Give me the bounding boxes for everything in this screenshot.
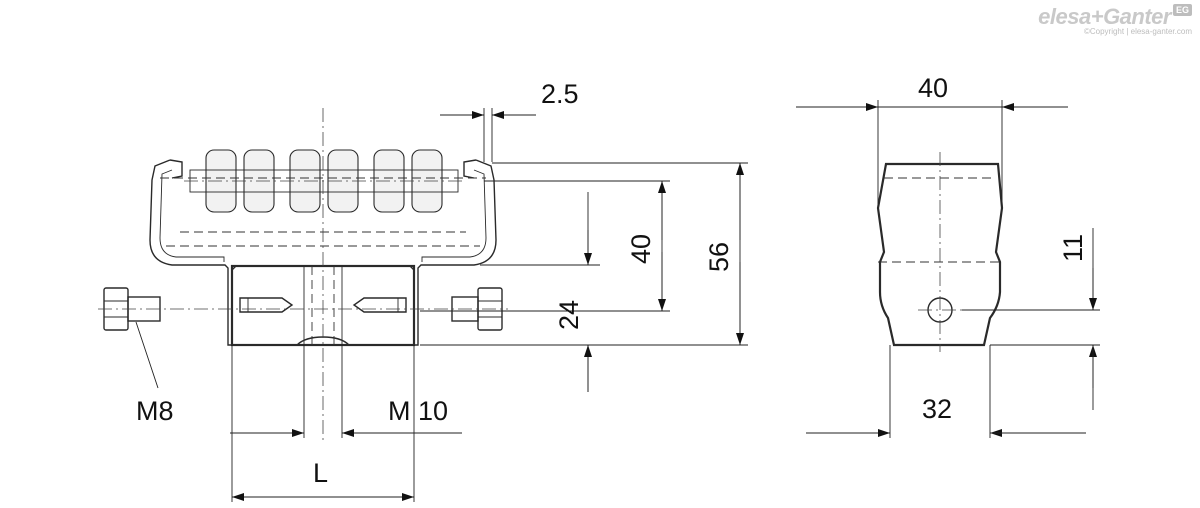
front-dimensions: 2.5 24 40 56 M8 M 10 xyxy=(135,79,748,502)
bracket-inner xyxy=(159,169,487,262)
dim-l-label: L xyxy=(313,458,328,488)
dim-32-value: 32 xyxy=(922,394,952,424)
dim-40-value: 40 xyxy=(626,234,656,264)
copyright-text: ©Copyright | elesa-ganter.com xyxy=(1083,27,1192,36)
dim-11-value: 11 xyxy=(1058,234,1088,262)
side-dimensions: 40 11 32 xyxy=(796,73,1100,438)
dim-gap-value: 2.5 xyxy=(541,79,579,109)
side-body xyxy=(876,162,1004,347)
m8-label: M8 xyxy=(136,396,174,426)
left-set-screw xyxy=(239,297,294,313)
front-view xyxy=(98,108,508,440)
dim-24-value: 24 xyxy=(554,300,584,330)
m10-label: M 10 xyxy=(388,396,448,426)
m8-leader xyxy=(135,321,159,389)
brand-logo-text: elesa+Ganter xyxy=(1038,4,1171,29)
side-view xyxy=(876,152,1004,352)
dim-side-40-value: 40 xyxy=(918,73,948,103)
dim-56-value: 56 xyxy=(704,242,734,272)
right-hook xyxy=(463,159,477,179)
left-hook xyxy=(169,159,183,179)
brand-badge: EG xyxy=(1172,4,1192,16)
right-set-screw xyxy=(352,297,407,313)
